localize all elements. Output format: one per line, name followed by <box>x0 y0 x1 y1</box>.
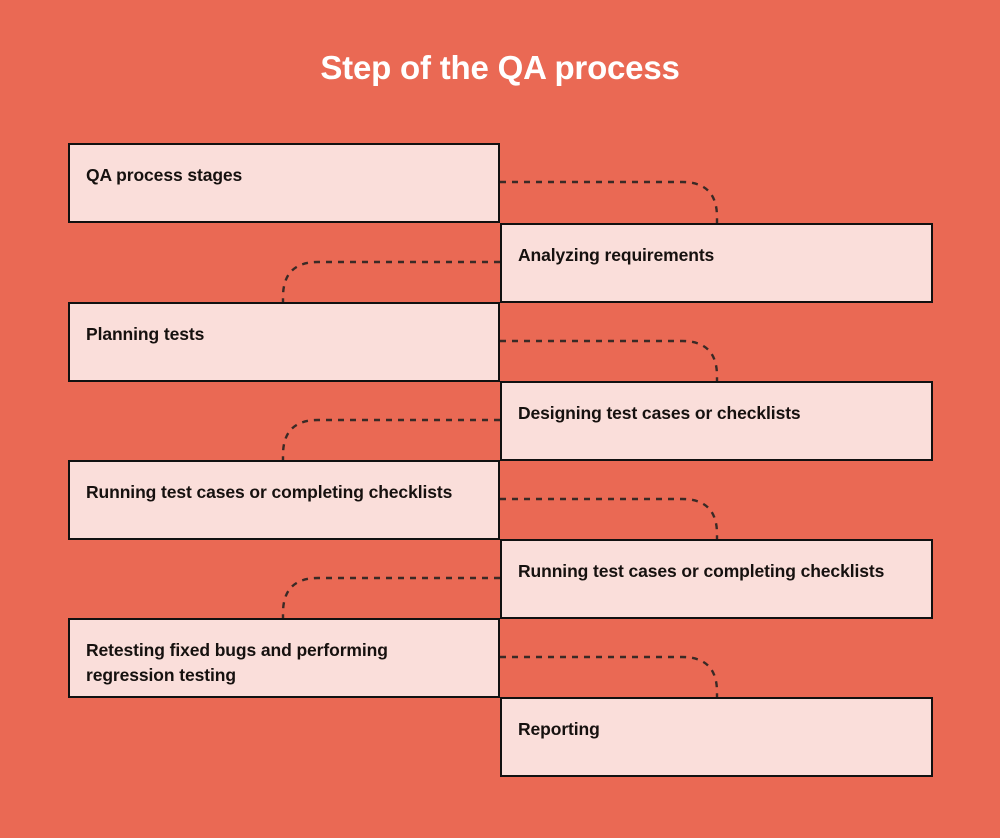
connector-7-to-8 <box>500 655 719 698</box>
connector-3-to-4 <box>500 339 719 382</box>
step-label: Reporting <box>518 719 600 739</box>
step-box-1[interactable]: QA process stages <box>68 143 500 223</box>
step-label: QA process stages <box>86 165 243 185</box>
connector-6-to-7 <box>281 576 500 619</box>
step-box-6[interactable]: Running test cases or completing checkli… <box>500 539 933 619</box>
step-box-5[interactable]: Running test cases or completing checkli… <box>68 460 500 540</box>
connector-2-to-3 <box>281 260 500 303</box>
step-box-4[interactable]: Designing test cases or checklists <box>500 381 933 461</box>
step-label: Planning tests <box>86 324 205 344</box>
connector-4-to-5 <box>281 418 500 461</box>
step-box-7[interactable]: Retesting fixed bugs and performing regr… <box>68 618 500 698</box>
connector-1-to-2 <box>500 180 719 224</box>
step-label: Designing test cases or checklists <box>518 403 801 423</box>
step-label: Running test cases or completing checkli… <box>86 482 453 502</box>
page-title: Step of the QA process <box>320 49 680 86</box>
step-label: Running test cases or completing checkli… <box>518 561 885 581</box>
step-box-2[interactable]: Analyzing requirements <box>500 223 933 303</box>
step-box-3[interactable]: Planning tests <box>68 302 500 382</box>
step-label: Analyzing requirements <box>518 245 715 265</box>
step-label: Retesting fixed bugs and performing regr… <box>86 640 388 685</box>
connector-5-to-6 <box>500 497 719 540</box>
step-box-8[interactable]: Reporting <box>500 697 933 777</box>
